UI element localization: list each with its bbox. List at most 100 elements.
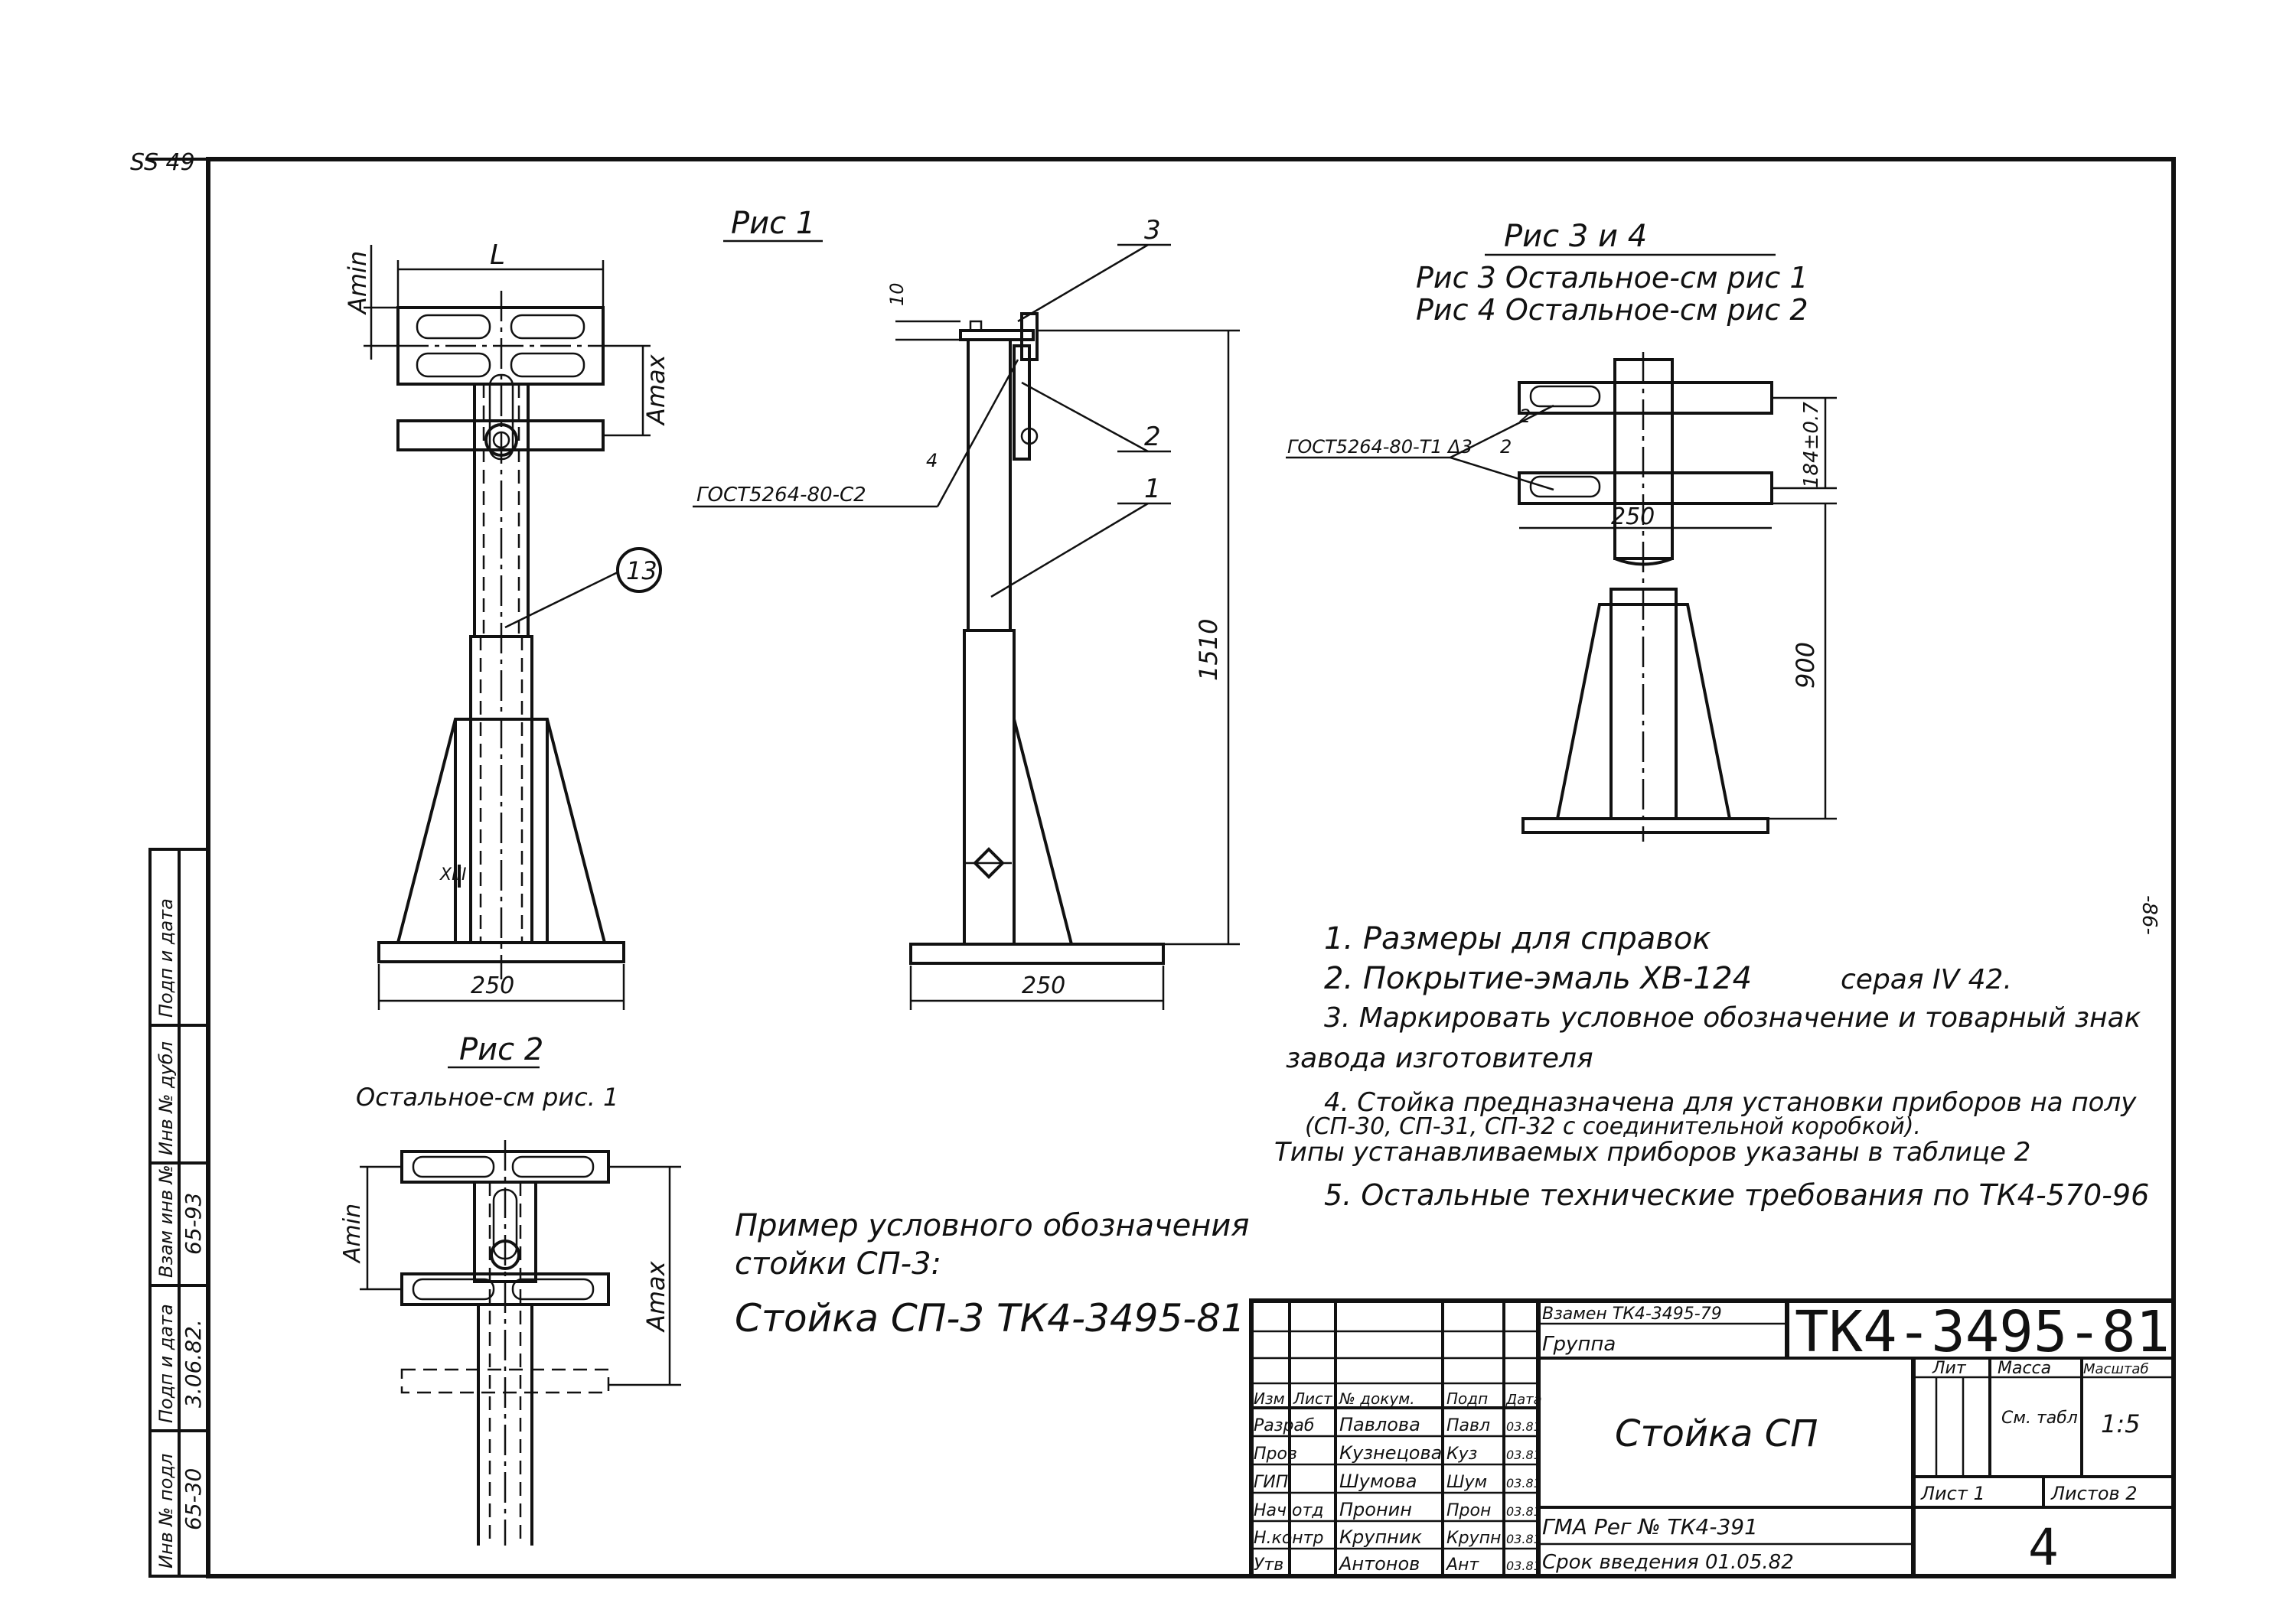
tb-page-number: 4 (2028, 1518, 2059, 1577)
stamp-label-3: Инв № дубл (155, 1041, 177, 1155)
example-line1: Пример условного обозначения (735, 1208, 1249, 1243)
dim-amin-fig1: Amin (343, 251, 372, 315)
svg-text:Кузнецова: Кузнецова (1339, 1442, 1442, 1464)
role-row-2: ГИП Шумова Шум 03.81 (1254, 1471, 1541, 1492)
tb-reg: ГМА Рег № ТК4-391 (1542, 1514, 1758, 1539)
note-2-color: серая IV 42. (1841, 964, 2012, 995)
th-sign: Подп (1446, 1389, 1488, 1408)
side-mark: -86- (2138, 895, 2161, 935)
callout-13: 13 (626, 556, 657, 585)
margin-stamp: Инв № подл Подп и дата Взам инв № Инв № … (148, 848, 210, 1578)
svg-text:Шумова: Шумова (1339, 1471, 1417, 1492)
dim-amax-fig1: Amax (641, 353, 670, 426)
designation-example: Пример условного обозначения стойки СП-3… (735, 1208, 1249, 1340)
tb-doc-number: ТК4-3495-81 (1795, 1299, 2170, 1365)
tb-scale-value: 1:5 (2101, 1409, 2141, 1438)
svg-text:Крупник: Крупник (1339, 1526, 1422, 1548)
tb-mass-value: См. табл (2001, 1409, 2078, 1428)
tb-intro: Срок введения 01.05.82 (1542, 1551, 1794, 1574)
note-3: 3. Маркировать условное обозначение и то… (1324, 1002, 2141, 1034)
tb-product-name: Стойка СП (1615, 1412, 1818, 1455)
note-4-types: Типы устанавливаемых приборов указаны в … (1274, 1137, 2030, 1168)
weld-mark-fig34: ГОСТ5264-80-Т1 Δ3 (1287, 436, 1473, 458)
svg-text:Куз: Куз (1446, 1445, 1477, 1464)
svg-text:Павл: Павл (1446, 1416, 1490, 1435)
role-row-3: Нач отд Пронин Прон 03.81 (1254, 1499, 1541, 1520)
example-line2: стойки СП-3: (735, 1246, 941, 1282)
svg-text:Утв: Утв (1254, 1555, 1283, 1575)
fig34-line2: Рис 4 Остальное-см рис 2 (1416, 293, 1808, 327)
role-row-1: Пров Кузнецова Куз 03.81 (1254, 1442, 1541, 1464)
stamp-value-0: 65-30 (181, 1468, 206, 1530)
svg-text:XIII: XIII (439, 865, 467, 884)
weld-leg-fig1: 4 (926, 450, 938, 471)
note-1: 1. Размеры для справок (1324, 921, 1711, 956)
callout-1: 1 (1144, 474, 1161, 504)
role-row-5: Утв Антонов Ант 03.81 (1254, 1553, 1541, 1575)
section-mark-xiii: XIII (439, 865, 467, 888)
callout-3: 3 (1144, 215, 1161, 246)
stamp-label-1: Подп и дата (155, 1304, 177, 1423)
svg-text:03.81: 03.81 (1506, 1532, 1541, 1546)
weld-mark-fig1: ГОСТ5264-80-С2 (696, 484, 866, 507)
fig1-front-view: XIII 13 L Amin Amax 250 (343, 239, 670, 1010)
svg-text:Шум: Шум (1446, 1473, 1487, 1492)
technical-notes: 1. Размеры для справок 2. Покрытие-эмаль… (1274, 921, 2149, 1212)
callout-13-circle (616, 547, 662, 593)
svg-text:ГИП: ГИП (1254, 1473, 1288, 1492)
fig2-subtitle: Остальное-см рис. 1 (356, 1083, 618, 1112)
th-list: Лист (1293, 1389, 1333, 1408)
role-row-0: Разраб Павлова Павл 03.81 (1254, 1414, 1541, 1435)
dim-10: 10 (886, 282, 908, 306)
fig34-line1: Рис 3 Остальное-см рис 1 (1416, 261, 1808, 295)
svg-text:Пров: Пров (1254, 1445, 1297, 1464)
tb-group: Группа (1542, 1333, 1616, 1356)
sheet-corner-mark: SS 49 (130, 149, 195, 176)
callout-2: 2 (1144, 422, 1161, 452)
weld-leg-b: 2 (1500, 436, 1512, 458)
svg-text:03.81: 03.81 (1506, 1504, 1541, 1519)
svg-text:03.81: 03.81 (1506, 1448, 1541, 1462)
svg-text:Пронин: Пронин (1339, 1499, 1412, 1520)
note-4-cont: (СП-30, СП-31, СП-32 с соединительной ко… (1305, 1113, 1921, 1140)
dim-amin-fig2: Amin (339, 1204, 366, 1264)
title-block: Изм Лист № докум. Подп Дата Разраб Павло… (1249, 1298, 2176, 1578)
fig34-view: Рис 3 и 4 Рис 3 Остальное-см рис 1 Рис 4… (1286, 219, 1837, 842)
role-row-4: Н.контр Крупник Крупн 03.81 (1254, 1526, 1541, 1548)
dim-L: L (490, 239, 505, 271)
dim-1510: 1510 (1194, 619, 1223, 681)
note-3-cont: завода изготовителя (1286, 1043, 1593, 1074)
fig2-title: Рис 2 (459, 1032, 543, 1067)
stamp-label-2: Взам инв № (155, 1165, 177, 1278)
tb-lit-label: Лит (1932, 1359, 1967, 1378)
dim-250-fig34: 250 (1611, 503, 1655, 530)
tb-scale-label: Масштаб (2083, 1361, 2149, 1377)
tb-replaces: Взамен ТК4-3495-79 (1542, 1305, 1722, 1324)
fig2-view: Рис 2 Остальное-см рис. 1 Amin Amax (339, 1032, 681, 1546)
dim-900: 900 (1791, 642, 1820, 689)
tb-sheets: Листов 2 (2050, 1483, 2138, 1504)
svg-text:Ант: Ант (1445, 1555, 1479, 1575)
note-2: 2. Покрытие-эмаль ХВ-124 (1324, 961, 1752, 996)
tb-mass-label: Масса (1998, 1359, 2051, 1378)
stamp-label-0: Инв № подл (155, 1454, 177, 1569)
stamp-label-4: Подп и дата (155, 898, 177, 1018)
th-date: Дата (1505, 1392, 1542, 1408)
th-izm: Изм (1254, 1389, 1285, 1408)
svg-text:Павлова: Павлова (1339, 1414, 1420, 1435)
note-5: 5. Остальные технические требования по Т… (1324, 1178, 2149, 1212)
svg-text:Антонов: Антонов (1338, 1553, 1420, 1575)
weld-leg-a: 2 (1519, 406, 1531, 427)
dim-250-side: 250 (1022, 972, 1065, 999)
svg-text:Н.контр: Н.контр (1254, 1529, 1323, 1548)
fig1-title: Рис 1 (731, 206, 815, 241)
svg-text:03.81: 03.81 (1506, 1476, 1541, 1490)
svg-text:Разраб: Разраб (1254, 1416, 1314, 1435)
stamp-value-1: 3.06.82. (181, 1319, 206, 1408)
svg-text:Прон: Прон (1446, 1501, 1491, 1520)
svg-text:03.81: 03.81 (1506, 1419, 1541, 1434)
tb-sheet: Лист 1 (1920, 1483, 1985, 1504)
svg-text:Крупн: Крупн (1446, 1529, 1501, 1548)
th-doc: № докум. (1339, 1389, 1415, 1408)
